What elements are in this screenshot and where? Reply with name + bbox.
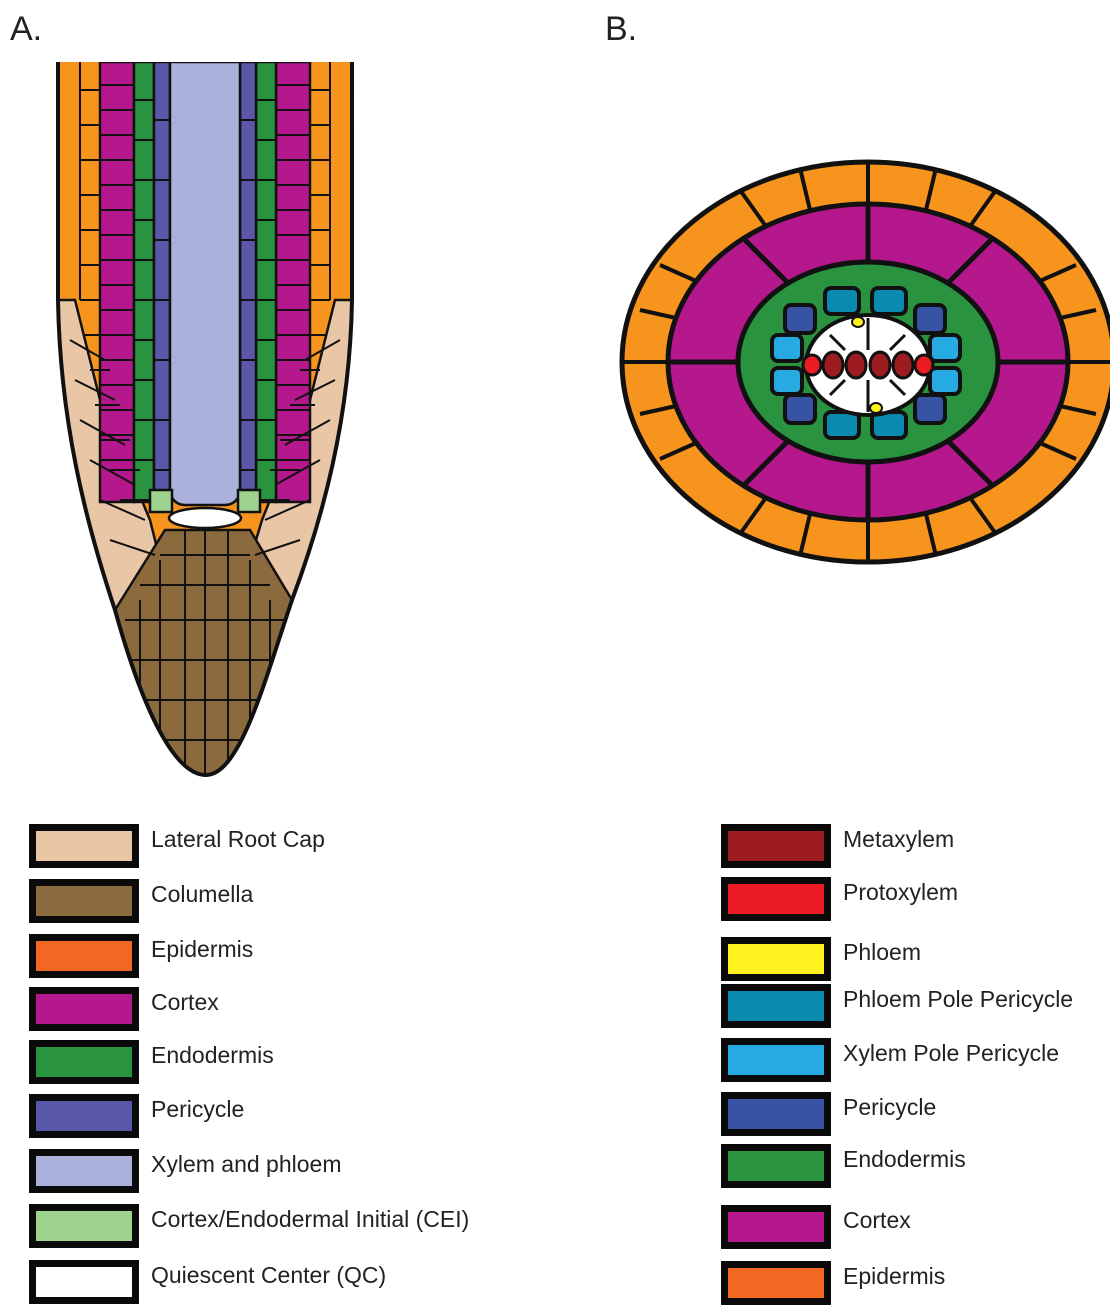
- legend-a-item: Endodermis: [29, 1038, 449, 1086]
- swatch-columella: [29, 879, 139, 923]
- swatch-cei: [29, 1204, 139, 1248]
- legend-a-item: Cortex/Endodermal Initial (CEI): [29, 1202, 449, 1250]
- legend-a-label: Endodermis: [151, 1042, 274, 1069]
- endodermis-region: [134, 62, 154, 502]
- legend-a-label: Lateral Root Cap: [151, 826, 325, 853]
- legend-a-item: Quiescent Center (QC): [29, 1258, 449, 1306]
- legend-b-item: Phloem Pole Pericycle: [721, 982, 1110, 1030]
- legend-b-label: Cortex: [843, 1207, 911, 1234]
- legend-a-label: Columella: [151, 881, 253, 908]
- legend-a-item: Lateral Root Cap: [29, 822, 449, 870]
- legend-b-label: Protoxylem: [843, 879, 958, 906]
- legend-b-label: Epidermis: [843, 1263, 945, 1290]
- legend-a-item: Pericycle: [29, 1092, 449, 1140]
- pericycle-region: [154, 62, 170, 507]
- legend-b-label: Metaxylem: [843, 826, 954, 853]
- cei-cell: [238, 490, 260, 512]
- swatch-cortex: [721, 1205, 831, 1249]
- cross-section-diagram: [622, 162, 1110, 562]
- stele-region: [170, 62, 240, 505]
- legend-b-item: Endodermis: [721, 1142, 1110, 1190]
- legend-b-label: Pericycle: [843, 1094, 936, 1121]
- columella-region: [115, 530, 292, 775]
- quiescent-center: [169, 508, 241, 528]
- swatch-xylem-and-phloem: [29, 1149, 139, 1193]
- legend-a-label: Cortex: [151, 989, 219, 1016]
- legend-a-item: Xylem and phloem: [29, 1147, 449, 1195]
- longitudinal-root-diagram: [50, 55, 360, 785]
- endodermis-region: [256, 62, 276, 502]
- swatch-epidermis: [721, 1261, 831, 1305]
- root-anatomy-figure: [0, 0, 1110, 790]
- legend-b-label: Endodermis: [843, 1146, 966, 1173]
- legend-a-label: Pericycle: [151, 1096, 244, 1123]
- swatch-xylem-pole-pericycle: [721, 1038, 831, 1082]
- legend-a-item: Cortex: [29, 985, 449, 1033]
- legend-a-label: Epidermis: [151, 936, 253, 963]
- swatch-phloem: [721, 937, 831, 981]
- legend-a-label: Xylem and phloem: [151, 1151, 342, 1178]
- swatch-endodermis: [29, 1040, 139, 1084]
- legend-b-label: Phloem Pole Pericycle: [843, 986, 1073, 1013]
- legend-b-label: Xylem Pole Pericycle: [843, 1040, 1059, 1067]
- legend-b-item: Pericycle: [721, 1090, 1110, 1138]
- legend-b-item: Cortex: [721, 1203, 1110, 1251]
- swatch-pericycle: [721, 1092, 831, 1136]
- swatch-quiescent-center: [29, 1260, 139, 1304]
- legend-b-item: Xylem Pole Pericycle: [721, 1036, 1110, 1084]
- swatch-lateral-root-cap: [29, 824, 139, 868]
- legend-b-label: Phloem: [843, 939, 921, 966]
- legend-a-item: Epidermis: [29, 932, 449, 980]
- pericycle-region: [240, 62, 256, 507]
- swatch-phloem-pole-pericycle: [721, 984, 831, 1028]
- legend-b-item: Epidermis: [721, 1259, 1110, 1307]
- legend-b-item: Protoxylem: [721, 875, 1110, 923]
- swatch-cortex: [29, 987, 139, 1031]
- cei-cell: [150, 490, 172, 512]
- legend-b-item: Phloem: [721, 935, 1110, 983]
- swatch-pericycle: [29, 1094, 139, 1138]
- swatch-protoxylem: [721, 877, 831, 921]
- legend-a-label: Cortex/Endodermal Initial (CEI): [151, 1206, 469, 1233]
- legend-a-label: Quiescent Center (QC): [151, 1262, 386, 1289]
- legend-b-item: Metaxylem: [721, 822, 1110, 870]
- legend-a-item: Columella: [29, 877, 449, 925]
- swatch-epidermis: [29, 934, 139, 978]
- swatch-endodermis: [721, 1144, 831, 1188]
- swatch-metaxylem: [721, 824, 831, 868]
